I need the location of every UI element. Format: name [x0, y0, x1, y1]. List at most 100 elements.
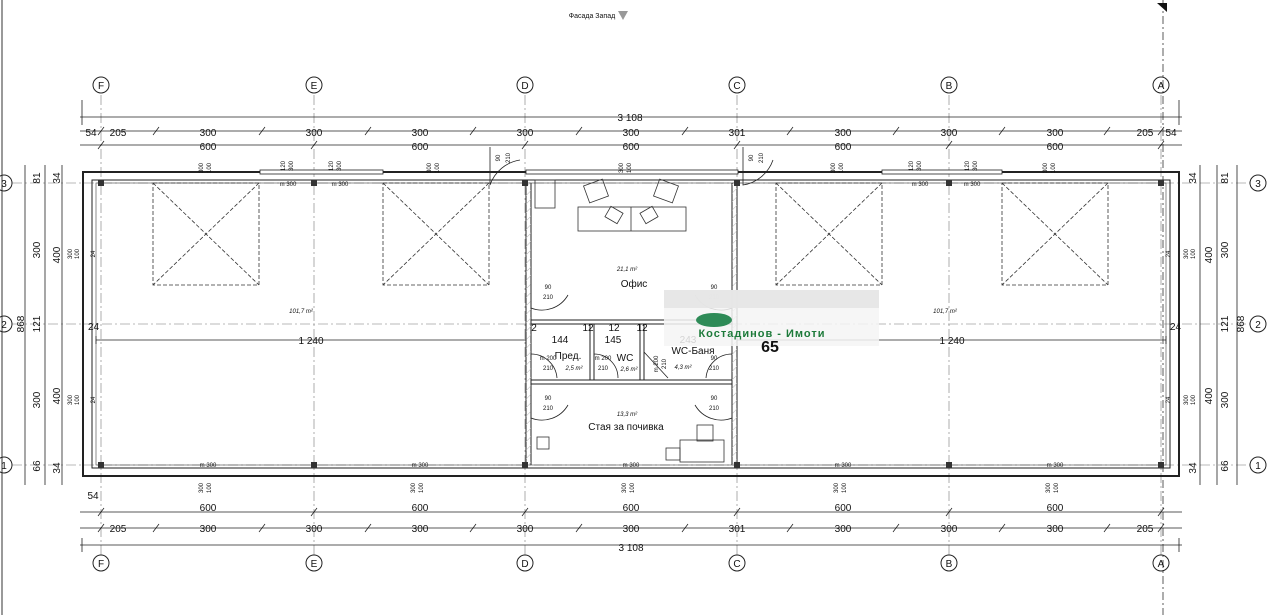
svg-text:145: 145	[605, 335, 622, 346]
svg-text:600: 600	[200, 142, 217, 153]
svg-text:66: 66	[32, 460, 43, 472]
axis-label-d-top: D	[521, 81, 528, 92]
svg-text:300: 300	[1046, 482, 1052, 493]
svg-text:m 300: m 300	[332, 182, 349, 188]
axis-label-f-bottom: F	[98, 559, 104, 570]
svg-text:400: 400	[52, 387, 63, 404]
svg-text:300: 300	[1047, 524, 1064, 535]
svg-text:300: 300	[411, 482, 417, 493]
svg-text:300: 300	[32, 391, 43, 408]
svg-text:300: 300	[973, 160, 979, 171]
svg-text:300: 300	[622, 482, 628, 493]
svg-text:300: 300	[68, 394, 74, 405]
svg-text:m 300: m 300	[280, 182, 297, 188]
svg-text:300: 300	[835, 128, 852, 139]
svg-text:m 200: m 200	[595, 356, 612, 362]
entrance-door-labels: 90 210 90 210	[496, 152, 765, 163]
svg-text:m 300: m 300	[964, 182, 981, 188]
hall-left-edge-dim: 24	[88, 322, 100, 333]
svg-text:54: 54	[85, 128, 97, 139]
facade-label: Фасада Запад	[569, 11, 628, 20]
svg-text:205: 205	[110, 128, 127, 139]
top-module-labels: 600 600 600 600 600	[200, 142, 1064, 153]
svg-text:300: 300	[917, 160, 923, 171]
svg-text:210: 210	[543, 295, 554, 301]
window-labels-top: 300 100 120 300 120 300 300 100 300 100 …	[199, 160, 1057, 173]
svg-text:90: 90	[545, 285, 552, 291]
svg-text:24: 24	[91, 250, 97, 257]
svg-text:600: 600	[1047, 503, 1064, 514]
bath-area: 4,3 m²	[674, 365, 692, 371]
svg-text:144: 144	[552, 335, 569, 346]
svg-text:m 200: m 200	[540, 356, 557, 362]
svg-text:12: 12	[582, 323, 594, 334]
svg-text:300: 300	[199, 482, 205, 493]
svg-text:300: 300	[337, 160, 343, 171]
svg-text:2: 2	[531, 323, 537, 334]
svg-text:100: 100	[419, 482, 425, 493]
svg-text:300: 300	[199, 162, 205, 173]
svg-text:300: 300	[427, 162, 433, 173]
total-width-bottom: 3 108	[618, 543, 643, 554]
svg-text:12: 12	[636, 323, 648, 334]
svg-text:100: 100	[207, 482, 213, 493]
svg-text:100: 100	[842, 482, 848, 493]
windows-top	[259, 169, 1003, 175]
svg-text:34: 34	[52, 462, 63, 474]
svg-text:300: 300	[831, 162, 837, 173]
svg-text:65: 65	[761, 339, 779, 356]
svg-text:300: 300	[200, 524, 217, 535]
bottom-tick-marks	[97, 507, 1165, 533]
svg-text:m 300: m 300	[412, 463, 429, 469]
office-area: 21,1 m²	[616, 267, 638, 273]
svg-text:600: 600	[1047, 142, 1064, 153]
svg-text:m 300: m 300	[623, 463, 640, 469]
svg-text:300: 300	[834, 482, 840, 493]
svg-text:90: 90	[496, 154, 502, 161]
rest-furniture	[536, 424, 725, 463]
svg-text:90: 90	[545, 396, 552, 402]
rest-name: Стая за почивка	[588, 422, 664, 433]
svg-text:100: 100	[75, 248, 81, 259]
svg-text:600: 600	[623, 142, 640, 153]
bottom-module-labels: 600 600 600 600 600	[200, 503, 1064, 514]
svg-text:12: 12	[608, 323, 620, 334]
svg-text:300: 300	[412, 128, 429, 139]
wall-marks-bottom: m 300 m 300 m 300 m 300 m 300	[200, 463, 1064, 469]
svg-text:210: 210	[709, 406, 720, 412]
window-labels-bottom: 300 100 300 100 300 100 300 100 300 100	[199, 482, 1060, 493]
svg-text:300: 300	[412, 524, 429, 535]
svg-text:81: 81	[1220, 172, 1231, 184]
office-name: Офис	[621, 278, 648, 290]
svg-text:205: 205	[110, 524, 127, 535]
axis-label-c-bottom: C	[733, 559, 740, 570]
svg-text:300: 300	[835, 524, 852, 535]
axis-label-1-left: 1	[1, 461, 7, 472]
svg-text:100: 100	[75, 394, 81, 405]
svg-text:300: 300	[289, 160, 295, 171]
svg-text:300: 300	[941, 524, 958, 535]
svg-text:100: 100	[1191, 248, 1197, 259]
office-furniture	[534, 178, 687, 232]
watermark-logo-icon	[696, 313, 732, 327]
svg-text:300: 300	[1047, 128, 1064, 139]
svg-text:210: 210	[759, 152, 765, 163]
svg-text:90: 90	[749, 154, 755, 161]
svg-text:m 300: m 300	[200, 463, 217, 469]
svg-text:120: 120	[965, 160, 971, 171]
svg-text:210: 210	[543, 366, 554, 372]
axis-label-b-top: B	[946, 81, 953, 92]
top-tick-marks	[97, 126, 1165, 150]
svg-text:100: 100	[1191, 394, 1197, 405]
svg-text:210: 210	[598, 366, 609, 372]
svg-text:121: 121	[1220, 315, 1231, 332]
svg-text:210: 210	[662, 358, 668, 369]
svg-text:300: 300	[306, 524, 323, 535]
axis-label-b-bottom: B	[946, 559, 953, 570]
side-window-labels: 24 300 100 24 300 100 24 300 100 24 300 …	[68, 248, 1197, 405]
wall-hatch-left	[526, 183, 531, 465]
svg-text:210: 210	[506, 152, 512, 163]
svg-text:600: 600	[200, 503, 217, 514]
svg-text:24: 24	[1166, 396, 1172, 403]
svg-text:868: 868	[1236, 315, 1247, 332]
